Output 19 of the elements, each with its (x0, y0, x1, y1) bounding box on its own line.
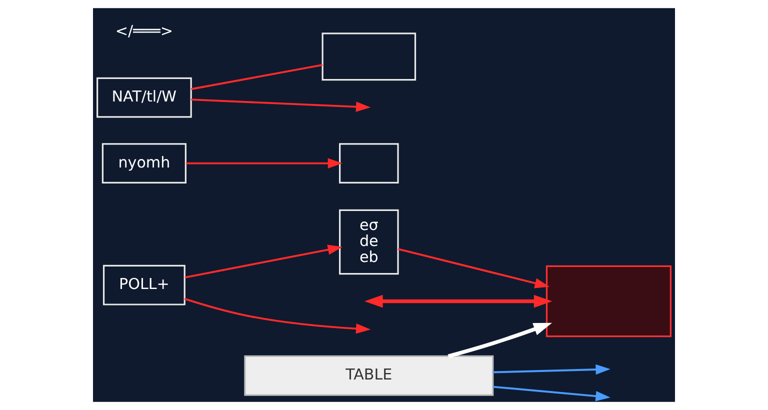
node-box (339, 143, 399, 184)
node-box (322, 32, 416, 81)
arrow (186, 158, 343, 168)
node-box (546, 265, 672, 338)
node-box: eσ de eb (339, 209, 399, 275)
arrow (191, 98, 371, 112)
arrow (492, 386, 610, 402)
arrow (398, 248, 550, 288)
node-box: nyomh (102, 143, 186, 184)
node-box: TABLE (244, 355, 494, 396)
arrow (184, 298, 371, 334)
node-box: POLL+ (102, 264, 186, 306)
arrow (492, 364, 610, 375)
label: </═══> (115, 22, 173, 40)
connector (190, 64, 323, 90)
arrow (184, 244, 343, 278)
node-box: NAT/tl/W (96, 77, 192, 118)
arrow (364, 294, 552, 308)
arrow (448, 322, 552, 358)
